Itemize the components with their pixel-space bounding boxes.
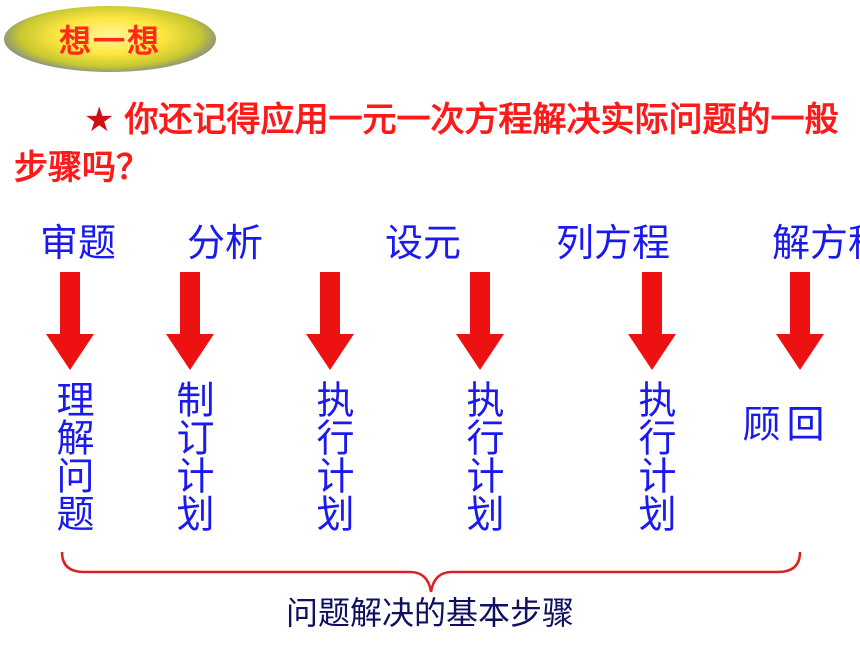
step-label: 解方程 <box>772 221 860 265</box>
question-body: 你还记得应用一元一次方程解决实际问题的一般步骤吗？ <box>14 100 839 188</box>
question-text: ★你还记得应用一元一次方程解决实际问题的一般步骤吗？ <box>14 96 844 192</box>
star-icon: ★ <box>84 100 115 140</box>
down-arrow-icon <box>306 272 354 370</box>
badge-title: 想一想 <box>58 22 161 60</box>
down-arrow-icon <box>776 272 824 370</box>
phase-label: 执行计划 <box>460 380 504 532</box>
phase-label: 制订计划 <box>170 380 214 532</box>
phase-label: 执行计划 <box>632 380 676 532</box>
down-arrow-icon <box>628 272 676 370</box>
step-label: 审题 <box>40 221 117 265</box>
step-label: 分析 <box>187 221 264 265</box>
down-arrow-icon <box>456 272 504 370</box>
down-arrow-icon <box>46 272 94 370</box>
summary-label: 问题解决的基本步骤 <box>285 594 574 632</box>
title-badge: 想一想 <box>4 6 216 72</box>
step-label: 列方程 <box>556 221 671 265</box>
phase-label: 理解问题 <box>50 380 94 532</box>
bracket-brace <box>60 551 802 593</box>
down-arrow-icon <box>166 272 214 370</box>
step-label: 设元 <box>385 221 462 265</box>
phase-label: 执行计划 <box>310 380 354 532</box>
phase-label: 回顾 <box>736 404 824 536</box>
